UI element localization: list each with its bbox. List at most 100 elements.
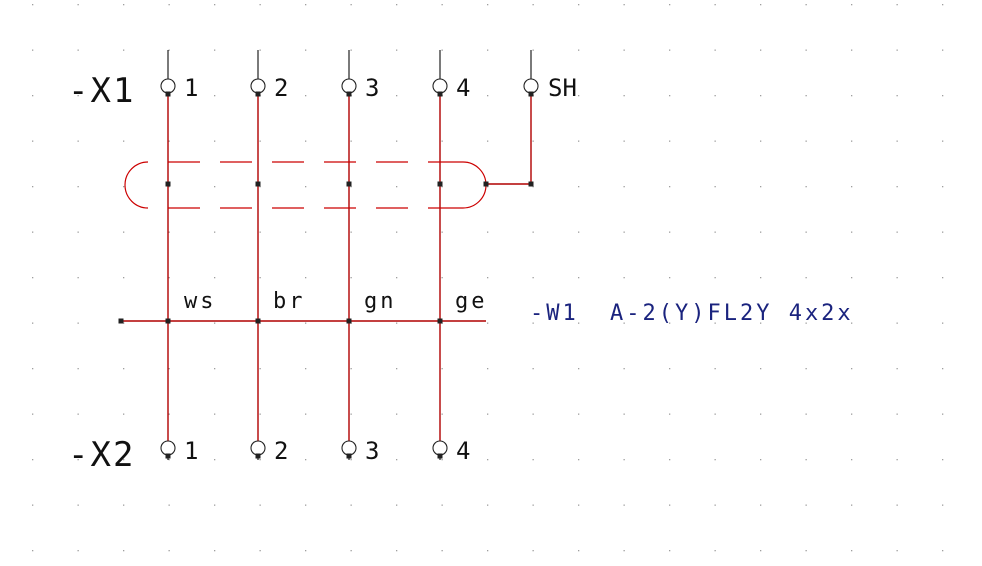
grid-dot bbox=[942, 186, 944, 188]
grid-dot bbox=[77, 95, 79, 97]
grid-dot bbox=[77, 277, 79, 279]
grid-dot bbox=[350, 413, 352, 415]
grid-dot bbox=[532, 49, 534, 51]
grid-dot bbox=[77, 504, 79, 506]
grid-dot bbox=[532, 4, 534, 6]
grid-dot bbox=[942, 140, 944, 142]
pin-node bbox=[346, 453, 352, 459]
grid-dot bbox=[32, 459, 34, 461]
grid-dot bbox=[578, 49, 580, 51]
grid-dot bbox=[77, 140, 79, 142]
grid-dot bbox=[578, 95, 580, 97]
shield-wire[interactable] bbox=[486, 94, 532, 185]
grid-dot bbox=[487, 186, 489, 188]
grid-dot bbox=[851, 231, 853, 233]
grid-dot bbox=[259, 277, 261, 279]
grid-dot bbox=[896, 459, 898, 461]
pin-circle-icon[interactable] bbox=[523, 78, 539, 94]
grid-dot bbox=[669, 413, 671, 415]
pin-circle-icon[interactable] bbox=[341, 78, 357, 94]
grid-dots bbox=[32, 4, 944, 552]
grid-dot bbox=[487, 49, 489, 51]
x1-pin-label-4: 4 bbox=[456, 74, 470, 102]
grid-dot bbox=[896, 504, 898, 506]
grid-dot bbox=[578, 4, 580, 6]
grid-dot bbox=[578, 368, 580, 370]
x1-pin-label-1: 1 bbox=[184, 74, 198, 102]
grid-dot bbox=[896, 186, 898, 188]
pin-circle-icon[interactable] bbox=[160, 78, 176, 94]
pin-circle-icon[interactable] bbox=[341, 440, 357, 456]
grid-dot bbox=[350, 4, 352, 6]
grid-dot bbox=[714, 95, 716, 97]
grid-dot bbox=[350, 49, 352, 51]
grid-dot bbox=[669, 277, 671, 279]
grid-dot bbox=[396, 550, 398, 552]
grid-dot bbox=[760, 550, 762, 552]
grid-dot bbox=[441, 277, 443, 279]
pin-circle-icon[interactable] bbox=[250, 440, 266, 456]
grid-dot bbox=[214, 277, 216, 279]
grid-dot bbox=[77, 413, 79, 415]
grid-dot bbox=[32, 368, 34, 370]
grid-dot bbox=[851, 49, 853, 51]
pin-node bbox=[528, 91, 534, 97]
grid-dot bbox=[714, 459, 716, 461]
grid-dot bbox=[441, 459, 443, 461]
pin-circle-icon[interactable] bbox=[160, 440, 176, 456]
grid-dot bbox=[532, 459, 534, 461]
grid-dot bbox=[214, 186, 216, 188]
x1-pin-label-3: 3 bbox=[365, 74, 379, 102]
grid-dot bbox=[32, 140, 34, 142]
grid-dot bbox=[214, 550, 216, 552]
pin-node bbox=[255, 91, 261, 97]
grid-dot bbox=[168, 231, 170, 233]
grid-dot bbox=[214, 49, 216, 51]
grid-dot bbox=[623, 186, 625, 188]
grid-dot bbox=[942, 4, 944, 6]
node-cable-3 bbox=[346, 318, 352, 324]
pin-circle-icon[interactable] bbox=[432, 78, 448, 94]
grid-dot bbox=[760, 277, 762, 279]
grid-dot bbox=[214, 140, 216, 142]
grid-dot bbox=[123, 322, 125, 324]
grid-dot bbox=[350, 368, 352, 370]
grid-dot bbox=[214, 368, 216, 370]
grid-dot bbox=[123, 140, 125, 142]
grid-dot bbox=[896, 368, 898, 370]
grid-dot bbox=[942, 459, 944, 461]
grid-dot bbox=[305, 4, 307, 6]
grid-dot bbox=[259, 413, 261, 415]
grid-dot bbox=[259, 504, 261, 506]
grid-dot bbox=[396, 413, 398, 415]
grid-dot bbox=[396, 140, 398, 142]
grid-dot bbox=[760, 95, 762, 97]
grid-dot bbox=[851, 368, 853, 370]
node-cable-4 bbox=[437, 318, 443, 324]
x2-pin-label-2: 2 bbox=[274, 437, 288, 465]
grid-dot bbox=[487, 231, 489, 233]
grid-dot bbox=[578, 550, 580, 552]
grid-dot bbox=[487, 95, 489, 97]
grid-dot bbox=[623, 550, 625, 552]
grid-dot bbox=[123, 186, 125, 188]
grid-dot bbox=[305, 49, 307, 51]
pin-circle-icon[interactable] bbox=[432, 440, 448, 456]
grid-dot bbox=[77, 459, 79, 461]
grid-dot bbox=[714, 550, 716, 552]
cable-designation: -W1 bbox=[530, 301, 579, 326]
grid-dot bbox=[896, 4, 898, 6]
grid-dot bbox=[851, 186, 853, 188]
grid-dot bbox=[441, 368, 443, 370]
node-cable-1 bbox=[165, 318, 171, 324]
grid-dot bbox=[123, 413, 125, 415]
grid-dot bbox=[259, 49, 261, 51]
grid-dot bbox=[441, 186, 443, 188]
grid-dot bbox=[805, 504, 807, 506]
grid-dot bbox=[168, 49, 170, 51]
pin-circle-icon[interactable] bbox=[250, 78, 266, 94]
grid-dot bbox=[305, 550, 307, 552]
grid-dot bbox=[396, 322, 398, 324]
grid-dot bbox=[441, 550, 443, 552]
grid-dot bbox=[805, 322, 807, 324]
